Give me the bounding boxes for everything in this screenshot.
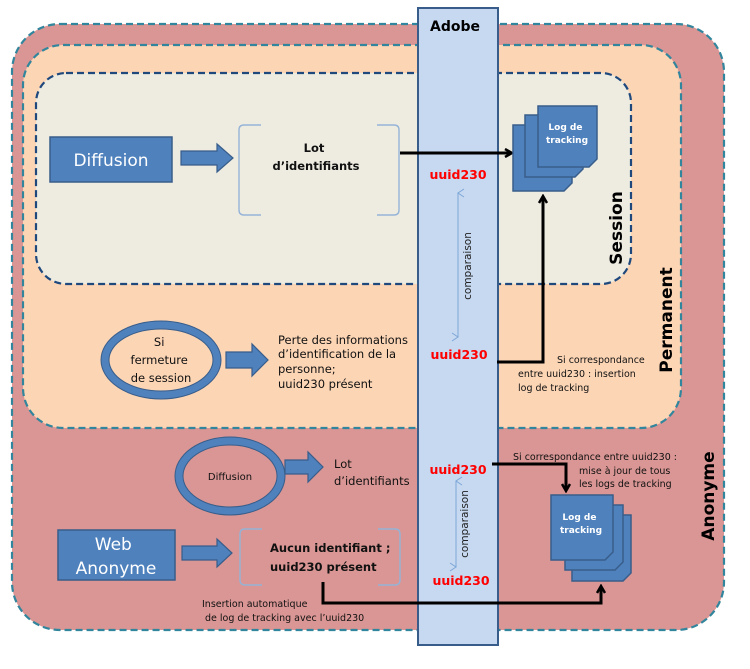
diffusion-box bbox=[49, 136, 173, 183]
match-insertion-note: Si correspondance entre uuid230 : insert… bbox=[518, 355, 648, 394]
session-close-label: Si fermeture de session bbox=[131, 335, 192, 385]
web-anonyme-label: Web Anonyme bbox=[76, 535, 157, 579]
block-arrow-anonyme-diffusion bbox=[284, 450, 324, 484]
connector-uuid-update bbox=[492, 462, 566, 491]
batch-label-session: Lot d’identifiants bbox=[272, 141, 359, 173]
session-close-ellipse bbox=[101, 321, 221, 399]
ellipse-inline-anonyme bbox=[182, 444, 278, 508]
comparison-label-anonyme: comparaison bbox=[459, 490, 471, 558]
uuid-session: uuid230 bbox=[429, 167, 486, 182]
batch-bracket-session bbox=[238, 124, 400, 216]
web-anonyme-box bbox=[57, 529, 176, 581]
log-label-anonyme: Log de tracking bbox=[560, 513, 602, 536]
no-identifier-label: Aucun identifiant ; uuid230 présent bbox=[270, 541, 394, 574]
block-arrow-session bbox=[180, 142, 234, 174]
zone-label-permanent: Permanent bbox=[657, 267, 677, 372]
block-arrow-web bbox=[181, 537, 233, 569]
block-arrow-permanent bbox=[225, 342, 269, 378]
batch-bracket-anonyme bbox=[239, 528, 401, 586]
auto-insert-note: Insertion automatique de log de tracking… bbox=[202, 599, 364, 624]
ellipse-outline-anonyme bbox=[174, 436, 286, 516]
diffusion-ellipse-anonyme bbox=[175, 437, 285, 515]
log-label-session: Log de tracking bbox=[546, 123, 588, 146]
log-stack-anonyme bbox=[550, 494, 632, 582]
batch-label-anonyme: Lot d’identifiants bbox=[334, 457, 410, 488]
adobe-title: Adobe bbox=[430, 19, 480, 35]
zone-label-session: Session bbox=[607, 191, 627, 265]
diffusion-box-label: Diffusion bbox=[73, 151, 148, 171]
ellipse-inline bbox=[108, 328, 214, 392]
ellipse-outline bbox=[100, 320, 222, 400]
loss-description: Perte des informations d’identification … bbox=[278, 333, 412, 391]
log-stack-session bbox=[512, 105, 598, 192]
uuid-permanent: uuid230 bbox=[430, 347, 487, 362]
uuid-anonyme-top: uuid230 bbox=[429, 462, 486, 477]
zone-label-anonyme: Anonyme bbox=[699, 451, 719, 540]
connector-auto-insert bbox=[321, 582, 601, 605]
uuid-anonyme-bottom: uuid230 bbox=[432, 573, 489, 588]
update-note: Si correspondance entre uuid230 : mise à… bbox=[513, 452, 680, 490]
connector-uuid-to-log-session bbox=[497, 196, 543, 364]
comparison-label-session: comparaison bbox=[462, 232, 474, 300]
diffusion-ellipse-label: Diffusion bbox=[208, 472, 252, 483]
